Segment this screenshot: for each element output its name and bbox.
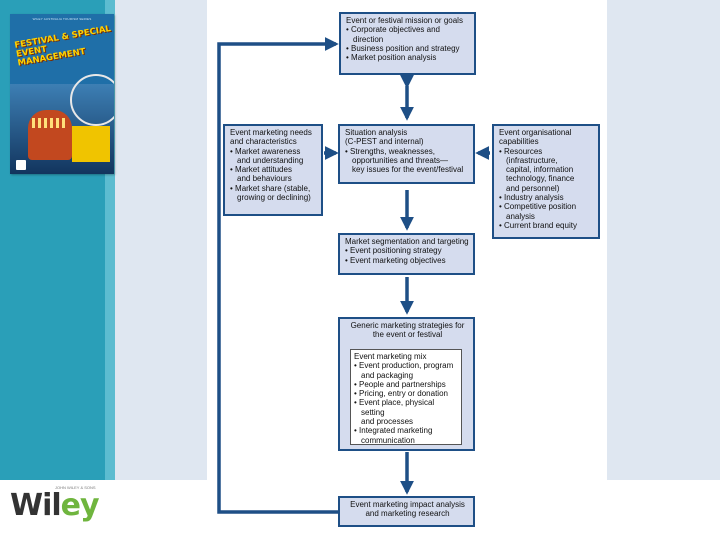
left-band-stripe (105, 0, 115, 480)
mission-item: • Business position and strategy (346, 43, 460, 53)
mission-goals-box: Event or festival mission or goals • Cor… (339, 12, 476, 75)
situation-item: • Strengths, weaknesses, opportunities a… (345, 146, 464, 175)
marketing-mix-item: • Event place, physical setting and proc… (354, 398, 435, 427)
book-cover-image: WILEY AUSTRALIA TOURISM SERIES FESTIVAL … (10, 14, 114, 174)
segmentation-title: Market segmentation and targeting (345, 237, 469, 246)
impact-analysis-title: Event marketing impact analysis and mark… (350, 500, 465, 519)
market-segmentation-box: Market segmentation and targeting • Even… (338, 233, 475, 275)
book-series-label: WILEY AUSTRALIA TOURISM SERIES (32, 17, 92, 21)
situation-analysis-box: Situation analysis (C-PEST and internal)… (338, 124, 475, 184)
generic-strategies-box: Generic marketing strategies for the eve… (338, 317, 475, 451)
capabilities-item: • Current brand equity (499, 220, 577, 230)
impact-analysis-box: Event marketing impact analysis and mark… (338, 496, 475, 527)
mission-item: • Corporate objectives and direction (346, 25, 440, 44)
book-publisher-mark (16, 160, 26, 170)
wiley-tagline: JOHN WILEY & SONS (55, 485, 96, 490)
wiley-logo-accent: ey (60, 488, 100, 523)
ferris-wheel-graphic (70, 74, 114, 126)
marketing-mix-title: Event marketing mix (354, 352, 427, 361)
carousel-lights-graphic (32, 118, 68, 128)
marketing-mix-item: • Integrated marketing communication (354, 426, 433, 445)
needs-item: • Market attitudes and behaviours (230, 165, 292, 184)
book-author-band (72, 126, 110, 162)
marketing-needs-box: Event marketing needs and characteristic… (223, 124, 323, 216)
organisational-capabilities-box: Event organisational capabilities • Reso… (492, 124, 600, 239)
marketing-mix-item: • Pricing, entry or donation (354, 389, 448, 399)
mission-item: • Market position analysis (346, 53, 437, 63)
wiley-logo: Wiley (10, 488, 100, 523)
feedback-loop-arrow (217, 37, 339, 514)
wiley-logo-main: Wil (10, 488, 62, 523)
marketing-mix-item: • Event production, program and packagin… (354, 361, 454, 380)
capabilities-item: • Competitive position analysis (499, 202, 577, 221)
capabilities-item: • Resources (infrastructure, capital, in… (499, 146, 575, 193)
segmentation-item: • Event marketing objectives (345, 255, 446, 265)
capabilities-title: Event organisational capabilities (499, 128, 572, 147)
situation-analysis-title: Situation analysis (C-PEST and internal) (345, 128, 424, 147)
marketing-needs-title: Event marketing needs and characteristic… (230, 128, 312, 147)
needs-item: • Market share (stable, growing or decli… (230, 183, 311, 203)
needs-item: • Market awareness and understanding (230, 146, 304, 165)
mission-goals-title: Event or festival mission or goals (346, 16, 463, 25)
marketing-mix-box: Event marketing mix • Event production, … (350, 349, 462, 445)
capabilities-item: • Industry analysis (499, 193, 564, 203)
segmentation-item: • Event positioning strategy (345, 246, 442, 256)
marketing-mix-item: • People and partnerships (354, 379, 446, 389)
generic-strategies-title: Generic marketing strategies for the eve… (350, 321, 465, 340)
